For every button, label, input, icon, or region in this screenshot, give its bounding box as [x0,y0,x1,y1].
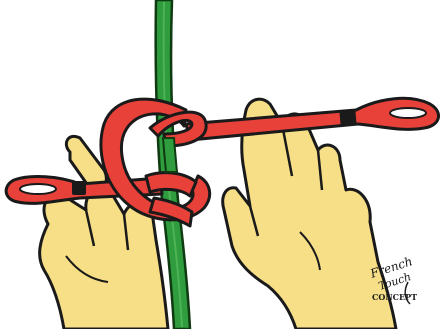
logo-line-3: CONCEPT [372,292,417,302]
rope-front-segment [163,138,177,172]
